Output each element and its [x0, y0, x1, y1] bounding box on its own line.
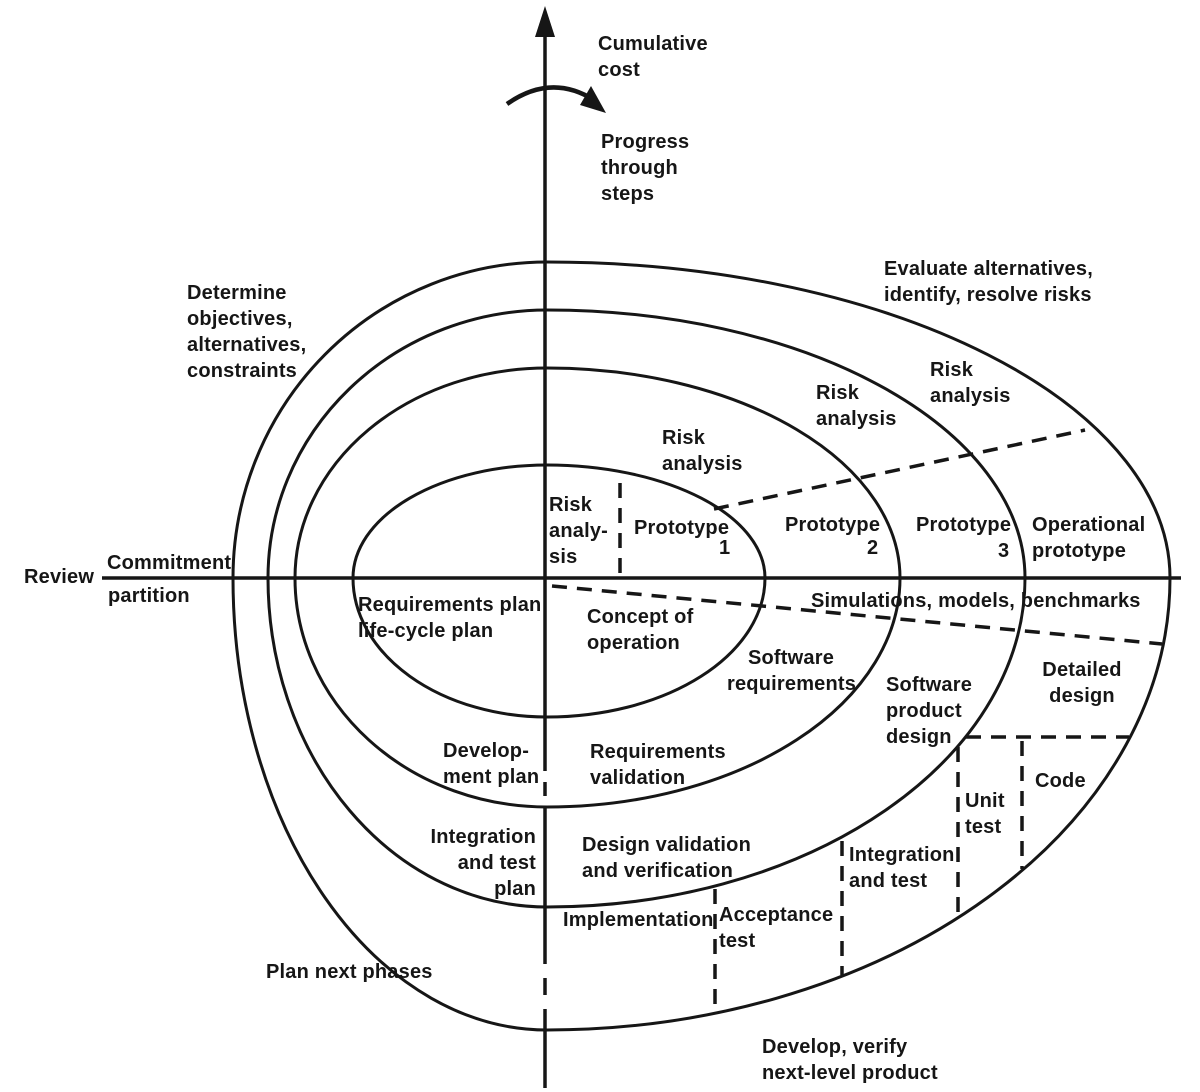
prototype-2-number: 2 — [867, 537, 879, 559]
rotation-arrowhead-icon — [580, 86, 606, 113]
risk-analysis-ring2-label: Risk analysis — [662, 427, 743, 475]
axis-arrowhead-icon — [535, 6, 555, 37]
axes — [102, 16, 1181, 1088]
operational-prototype-label: Operational prototype — [1032, 514, 1146, 562]
quadrant-determine-objectives-label: Determine objectives, alternatives, cons… — [187, 282, 307, 382]
risk-analysis-ring3-label: Risk analysis — [816, 382, 897, 430]
concept-of-operation-label: Concept of operation — [587, 606, 694, 654]
integration-and-test-label: Integration and test — [849, 844, 955, 892]
design-validation-label: Design validation and verification — [582, 834, 751, 882]
simulations-models-benchmarks-label: Simulations, models, benchmarks — [811, 590, 1141, 612]
prototype-1-number: 1 — [719, 537, 731, 559]
software-requirements-label: Software requirements — [727, 647, 857, 695]
requirements-plan-label: Requirements plan life-cycle plan — [358, 594, 542, 642]
implementation-label: Implementation — [563, 909, 714, 931]
development-plan-label: Develop- ment plan — [443, 740, 540, 788]
risk-analysis-inner-label: Risk analy- sis — [549, 494, 609, 568]
partition-label: partition — [108, 585, 190, 607]
rotation-arrow-icon — [505, 85, 596, 106]
prototype-3-number: 3 — [998, 540, 1010, 562]
spiral-ring-3 — [266, 308, 1027, 909]
divider-risk-sector-radial — [713, 428, 1086, 511]
prototype-1-label: Prototype — [634, 517, 730, 539]
prototype-2-label: Prototype — [785, 514, 881, 536]
risk-analysis-outer-label: Risk analysis — [930, 359, 1011, 407]
commitment-label: Commitment — [107, 552, 232, 574]
review-label: Review — [24, 566, 95, 588]
software-product-design-label: Software product design — [886, 674, 973, 748]
prototype-3-label: Prototype — [916, 514, 1012, 536]
detailed-design-label: Detailed design — [1042, 659, 1122, 707]
quadrant-evaluate-alternatives-label: Evaluate alternatives, identify, resolve… — [884, 258, 1093, 306]
progress-through-steps-label: Progress through steps — [601, 131, 690, 205]
integration-and-test-plan-label: Integration and test plan — [430, 826, 536, 900]
requirements-validation-label: Requirements validation — [590, 741, 726, 789]
code-label: Code — [1035, 770, 1086, 792]
quadrant-plan-next-phases-label: Plan next phases — [266, 961, 433, 983]
unit-test-label: Unit test — [965, 790, 1005, 838]
spiral-ring-4 — [231, 260, 1172, 1032]
cumulative-cost-label: Cumulative cost — [598, 33, 708, 81]
divider-simulations-radial — [551, 584, 1163, 646]
sector-dividers-dashed — [551, 428, 1163, 1012]
acceptance-test-label: Acceptance test — [719, 904, 834, 952]
quadrant-develop-verify-label: Develop, verify next-level product — [762, 1036, 938, 1084]
